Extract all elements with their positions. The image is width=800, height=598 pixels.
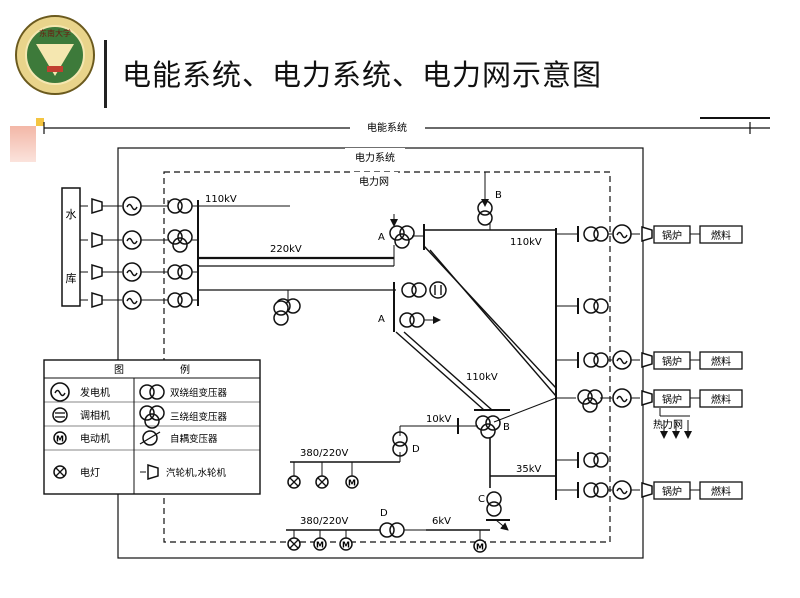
thermal-plant-3: 锅炉 燃料 热力网	[556, 388, 743, 439]
label-380-1: 380/220V	[300, 448, 349, 459]
label-110kv-right: 110kV	[510, 237, 542, 248]
thermal-plant-1: 锅炉 燃料	[556, 224, 743, 244]
label-node-d1: D	[412, 444, 420, 455]
load-group-2: 6kV D 380/220V	[286, 508, 490, 553]
energy-system-span: 电能系统	[43, 117, 770, 134]
label-node-d2: D	[380, 508, 388, 519]
label-380-2: 380/220V	[300, 516, 349, 527]
boiler-1: 锅炉	[662, 230, 682, 242]
label-220kv: 220kV	[270, 244, 302, 255]
fuel-1: 燃料	[711, 229, 731, 242]
legend-generator: 发电机	[80, 386, 110, 399]
legend-motor: 电动机	[80, 432, 110, 445]
label-35kv: 35kV	[516, 464, 542, 475]
label-node-b1: B	[495, 190, 502, 201]
legend-lamp: 电灯	[80, 466, 100, 479]
thermal-plant-4: 锅炉 燃料	[556, 480, 743, 500]
label-power-grid: 电力网	[359, 175, 389, 188]
university-logo: 东南大学	[15, 15, 95, 95]
legend-condenser: 调相机	[80, 409, 110, 422]
fuel-3: 燃料	[711, 393, 731, 406]
label-110kv-top: 110kV	[205, 194, 237, 205]
title-divider	[104, 40, 107, 108]
substation-b-lower: B 10kV D	[392, 397, 557, 462]
boiler-2: 锅炉	[662, 356, 682, 368]
page-title: 电能系统、电力系统、电力网示意图	[122, 58, 603, 92]
hydro-units	[80, 196, 290, 310]
label-node-a2: A	[378, 314, 385, 325]
legend-autotransformer: 自耦变压器	[170, 433, 218, 445]
substation-c: C	[478, 491, 510, 531]
reservoir-char-2: 库	[66, 272, 77, 285]
logo-text: 东南大学	[39, 28, 71, 38]
label-110kv-mid: 110kV	[466, 372, 498, 383]
thermal-plant-2: 锅炉 燃料	[556, 350, 743, 370]
substation-a-lower: A	[378, 281, 447, 332]
fuel-4: 燃料	[711, 485, 731, 498]
label-heat-net: 热力网	[653, 418, 683, 431]
legend-two-winding: 双绕组变压器	[170, 387, 228, 399]
legend-turbine: 汽轮机,水轮机	[166, 467, 227, 479]
substation-a-top: A	[378, 214, 425, 266]
boiler-3: 锅炉	[662, 394, 682, 406]
boiler-4: 锅炉	[662, 486, 682, 498]
legend-three-winding: 三绕组变压器	[170, 411, 228, 423]
label-10kv: 10kV	[426, 414, 452, 425]
label-power-system: 电力系统	[355, 151, 395, 164]
label-6kv: 6kV	[432, 516, 451, 527]
load-group-1: 380/220V	[287, 448, 400, 489]
power-system-boundary	[117, 147, 644, 559]
fuel-2: 燃料	[711, 355, 731, 368]
right-substation-2	[556, 452, 609, 468]
right-substation-1	[556, 298, 609, 314]
accent-square	[36, 118, 44, 126]
hydro-reservoir: 水 库	[61, 187, 81, 307]
reservoir-char-1: 水	[66, 208, 77, 221]
legend: 图 例 发电机 调相机 电动机 电灯 双绕组变压器 三绕组变压器 自耦变压器 汽…	[43, 359, 261, 495]
label-node-b2: B	[503, 422, 510, 433]
label-node-a1: A	[378, 232, 385, 243]
legend-title-right: 例	[180, 363, 190, 376]
label-energy-system: 电能系统	[367, 121, 407, 134]
accent-block	[10, 126, 36, 162]
label-node-c: C	[478, 494, 485, 505]
legend-title-left: 图	[114, 364, 124, 376]
